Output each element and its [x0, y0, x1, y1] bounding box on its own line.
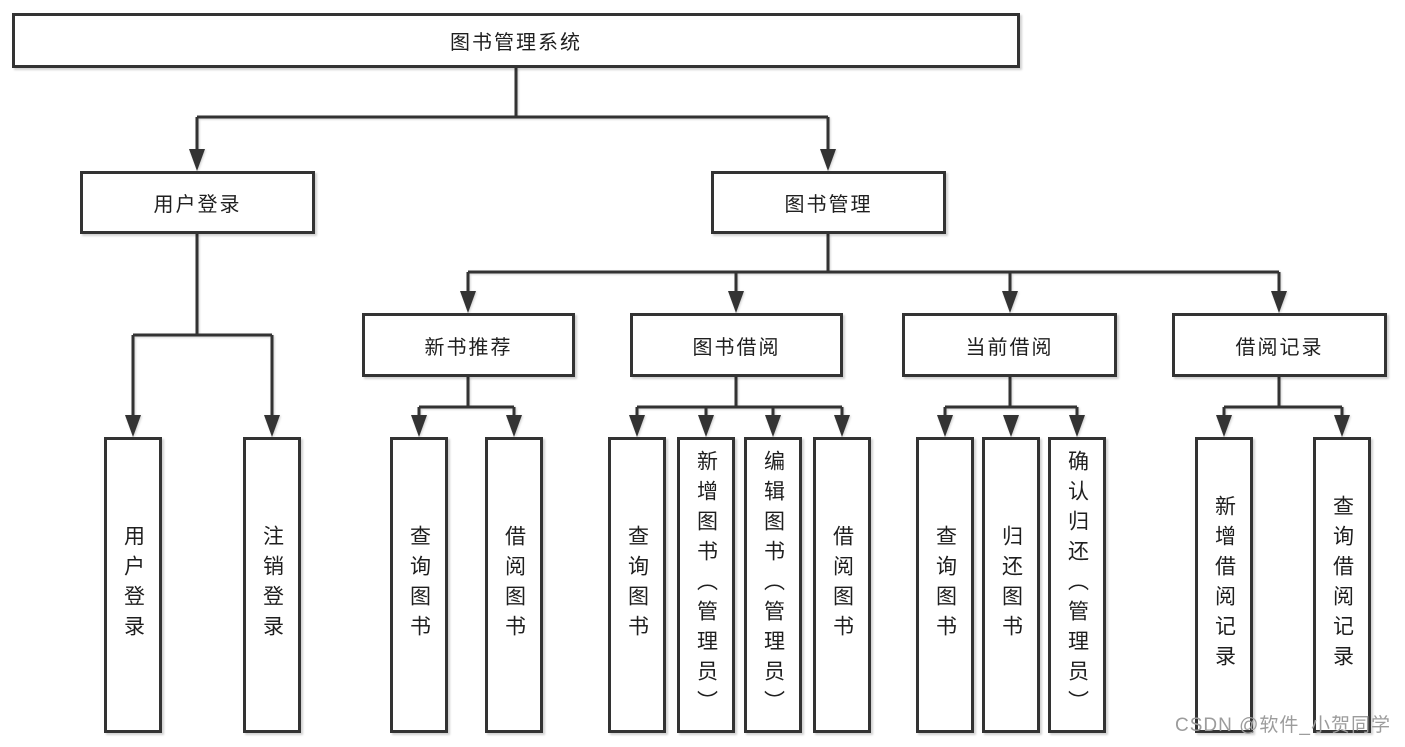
leaf-borrow-books-recommend: 借阅图书 [485, 437, 543, 733]
leaf-label: 查询图书 [407, 525, 431, 645]
leaf-query-borrow-record: 查询借阅记录 [1313, 437, 1371, 733]
node-book-borrow: 图书借阅 [630, 313, 843, 377]
leaf-user-login: 用户登录 [104, 437, 162, 733]
node-label: 当前借阅 [965, 336, 1054, 359]
node-label: 用户登录 [153, 194, 242, 216]
leaf-label: 查询图书 [933, 525, 957, 645]
node-current-borrow: 当前借阅 [902, 313, 1117, 377]
leaf-edit-book-admin: 编辑图书（管理员） [744, 437, 802, 733]
node-book-management: 图书管理 [711, 171, 946, 234]
leaf-add-book-admin: 新增图书（管理员） [677, 437, 735, 733]
node-label: 图书管理 [784, 194, 873, 216]
leaf-confirm-return-admin: 确认归还（管理员） [1048, 437, 1106, 733]
node-borrow-records: 借阅记录 [1172, 313, 1387, 377]
node-new-book-recommend: 新书推荐 [362, 313, 575, 377]
leaf-borrow-books: 借阅图书 [813, 437, 871, 733]
leaf-return-book: 归还图书 [982, 437, 1040, 733]
csdn-watermark: CSDN @软件_小贺同学 [1175, 715, 1391, 736]
leaf-query-books-borrow: 查询图书 [608, 437, 666, 733]
node-system-root: 图书管理系统 [12, 13, 1020, 68]
leaf-label: 新增借阅记录 [1212, 495, 1236, 675]
node-label: 图书借阅 [692, 336, 781, 359]
leaf-logout: 注销登录 [243, 437, 301, 733]
leaf-label: 确认归还（管理员） [1065, 450, 1089, 720]
leaf-label: 注销登录 [260, 525, 284, 645]
node-label: 新书推荐 [424, 336, 513, 359]
leaf-label: 借阅图书 [502, 525, 526, 645]
leaf-label: 借阅图书 [830, 525, 854, 645]
leaf-label: 编辑图书（管理员） [761, 450, 785, 720]
leaf-add-borrow-record: 新增借阅记录 [1195, 437, 1253, 733]
leaf-label: 新增图书（管理员） [694, 450, 718, 720]
leaf-label: 归还图书 [999, 525, 1023, 645]
leaf-query-books-current: 查询图书 [916, 437, 974, 733]
node-label: 图书管理系统 [450, 32, 582, 54]
leaf-label: 查询借阅记录 [1330, 495, 1354, 675]
leaf-query-books-recommend: 查询图书 [390, 437, 448, 733]
arrowhead-icons [125, 149, 1350, 437]
leaf-label: 用户登录 [121, 525, 145, 645]
node-user-login: 用户登录 [80, 171, 315, 234]
node-label: 借阅记录 [1235, 336, 1324, 359]
leaf-label: 查询图书 [625, 525, 649, 645]
